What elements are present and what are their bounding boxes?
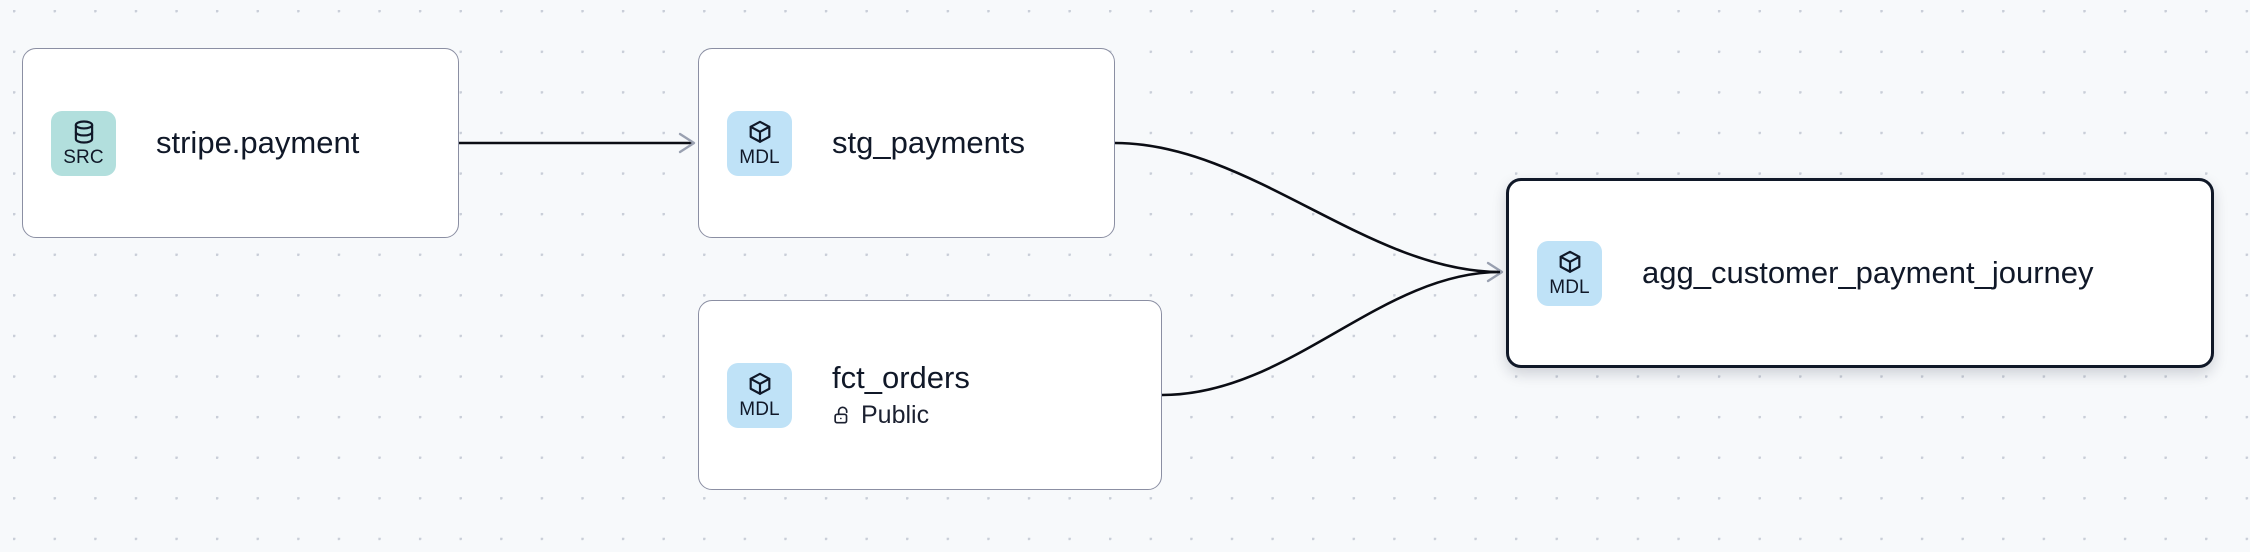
cube-icon — [747, 371, 773, 397]
badge-label: SRC — [63, 147, 104, 168]
node-type-badge-mdl: MDL — [727, 110, 792, 176]
database-icon — [71, 119, 97, 145]
edge-fct-orders-to-agg-customer — [1161, 270, 1501, 397]
edge-stripe-payment-to-stg-payments — [459, 132, 696, 154]
node-type-badge-mdl: MDL — [727, 362, 792, 428]
node-body: stripe.payment — [156, 124, 360, 160]
lineage-node-agg-customer-payment-journey[interactable]: MDL agg_customer_payment_journey — [1506, 178, 2214, 368]
node-type-badge-mdl: MDL — [1537, 240, 1602, 306]
visibility-label: Public — [861, 400, 930, 429]
badge-label: MDL — [739, 147, 780, 168]
node-type-badge-src: SRC — [51, 110, 116, 176]
cube-icon — [1557, 249, 1583, 275]
cube-icon — [747, 119, 773, 145]
badge-label: MDL — [739, 399, 780, 420]
node-body: stg_payments — [832, 124, 1025, 160]
node-title: stg_payments — [832, 124, 1025, 160]
node-title: stripe.payment — [156, 124, 360, 160]
lineage-node-stripe-payment[interactable]: SRC stripe.payment — [22, 48, 459, 238]
node-title: agg_customer_payment_journey — [1642, 254, 2094, 290]
node-body: fct_orders Public — [832, 359, 970, 430]
node-visibility: Public — [832, 400, 970, 430]
badge-label: MDL — [1549, 277, 1590, 298]
node-title: fct_orders — [832, 359, 970, 395]
lineage-node-fct-orders[interactable]: MDL fct_orders Public — [698, 300, 1162, 490]
edge-stg-payments-to-agg-customer — [1114, 141, 1504, 283]
node-body: agg_customer_payment_journey — [1642, 254, 2094, 290]
lineage-node-stg-payments[interactable]: MDL stg_payments — [698, 48, 1115, 238]
unlock-icon — [832, 405, 853, 426]
